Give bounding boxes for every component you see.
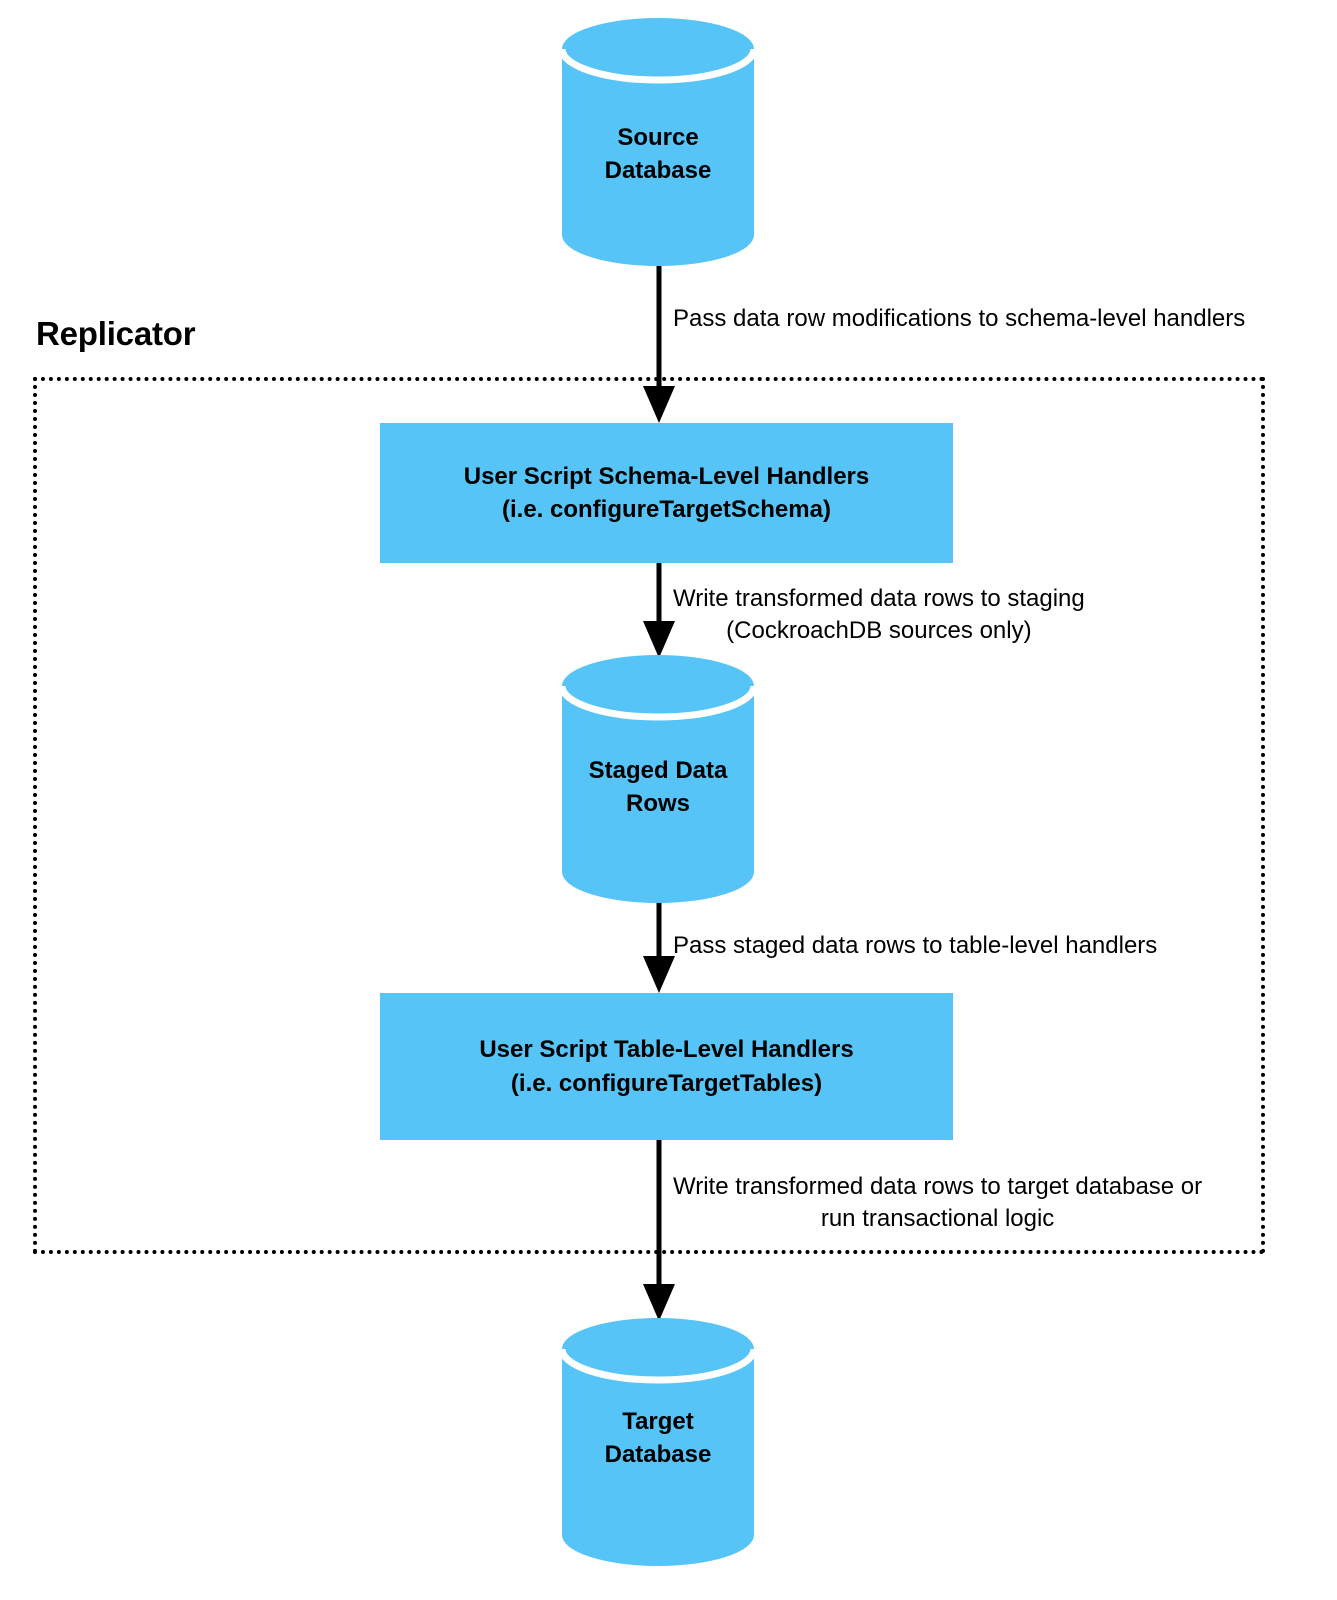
edge-label-source-to-schema: Pass data row modifications to schema-le…	[673, 303, 1245, 335]
node-source-database[interactable]: Source Database	[562, 18, 754, 266]
edge-label-line1: Pass staged data rows to table-level han…	[673, 932, 1158, 959]
node-label-line1: User Script Table-Level Handlers	[479, 1036, 854, 1064]
cylinder-shape	[562, 1318, 754, 1566]
edge-label-line1: Pass data row modifications to schema-le…	[673, 305, 1246, 332]
edge-label-table-to-target: Write transformed data rows to target da…	[673, 1171, 1202, 1235]
node-label-line2: (i.e. configureTargetSchema)	[502, 496, 831, 523]
edge-label-schema-to-staged: Write transformed data rows to staging (…	[673, 583, 1085, 647]
node-schema-level-handlers[interactable]: User Script Schema-Level Handlers (i.e. …	[380, 423, 953, 563]
node-label: User Script Schema-Level Handlers (i.e. …	[464, 460, 870, 526]
edge-label-line1: Write transformed data rows to staging	[673, 585, 1085, 612]
edge-label-line2: (CockroachDB sources only)	[726, 616, 1032, 644]
edge-label-staged-to-table: Pass staged data rows to table-level han…	[673, 930, 1157, 962]
node-label-line2: (i.e. configureTargetTables)	[510, 1069, 823, 1097]
replicator-boundary	[33, 377, 1265, 1254]
node-label: User Script Table-Level Handlers (i.e. c…	[479, 1033, 853, 1099]
edge-label-line2: run transactional logic	[820, 1204, 1055, 1232]
node-staged-data-rows[interactable]: Staged Data Rows	[562, 655, 754, 903]
cylinder-shape	[562, 655, 754, 903]
node-label-line1: User Script Schema-Level Handlers	[463, 462, 870, 490]
node-table-level-handlers[interactable]: User Script Table-Level Handlers (i.e. c…	[380, 993, 953, 1140]
node-target-database[interactable]: Target Database	[562, 1318, 754, 1566]
edge-label-line1: Write transformed data rows to target da…	[673, 1173, 1203, 1200]
replicator-boundary-label: Replicator	[36, 315, 196, 352]
cylinder-shape	[562, 18, 754, 266]
